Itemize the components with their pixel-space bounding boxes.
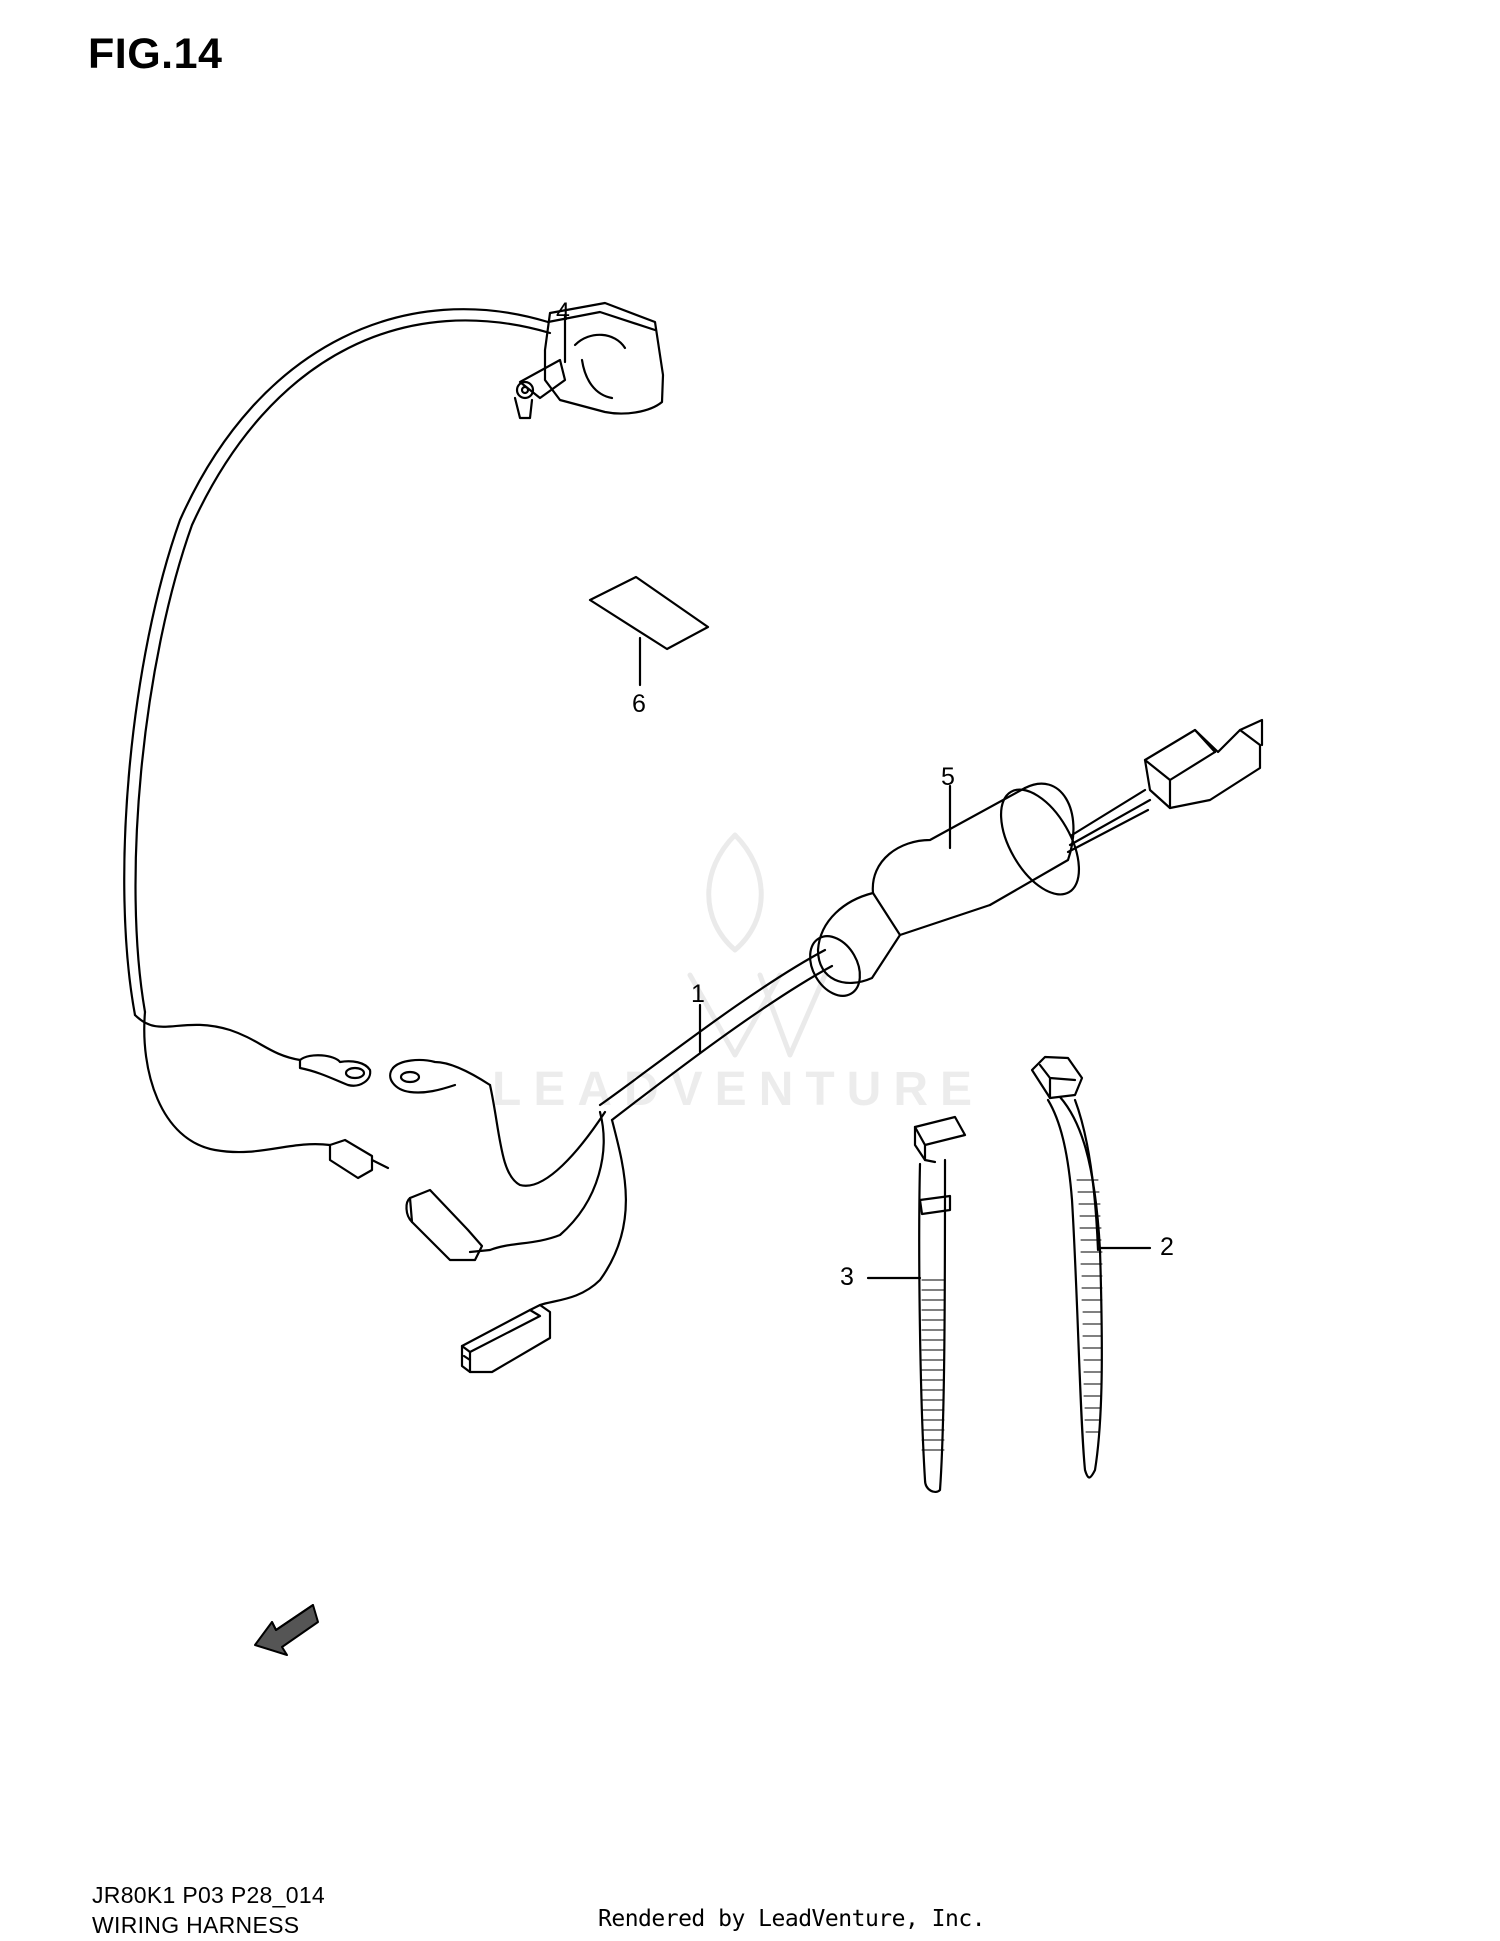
callout-3: 3 — [840, 1263, 854, 1291]
part-4-clamp-cable — [123, 301, 665, 1017]
rendered-by: Rendered by LeadVenture, Inc. — [598, 1906, 986, 1932]
watermark-logo — [687, 832, 828, 1058]
callout-2: 2 — [1160, 1233, 1174, 1261]
fwd-arrow — [254, 1604, 319, 1656]
part-5-suppressor — [809, 718, 1264, 997]
part-1-harness — [133, 948, 834, 1374]
watermark: LEADVENTURE — [492, 1063, 985, 1116]
callout-4: 4 — [556, 298, 570, 326]
figure-title: FIG.14 — [88, 30, 223, 78]
part-3-cable-tie — [866, 1115, 967, 1494]
part-6-pad — [588, 575, 710, 687]
callout-5: 5 — [941, 763, 955, 791]
callout-1: 1 — [691, 980, 705, 1008]
callout-6: 6 — [632, 690, 646, 718]
diagram-name: WIRING HARNESS — [92, 1912, 300, 1938]
diagram-code: JR80K1 P03 P28_014 — [92, 1882, 326, 1908]
part-2-cable-tie — [1030, 1055, 1152, 1479]
